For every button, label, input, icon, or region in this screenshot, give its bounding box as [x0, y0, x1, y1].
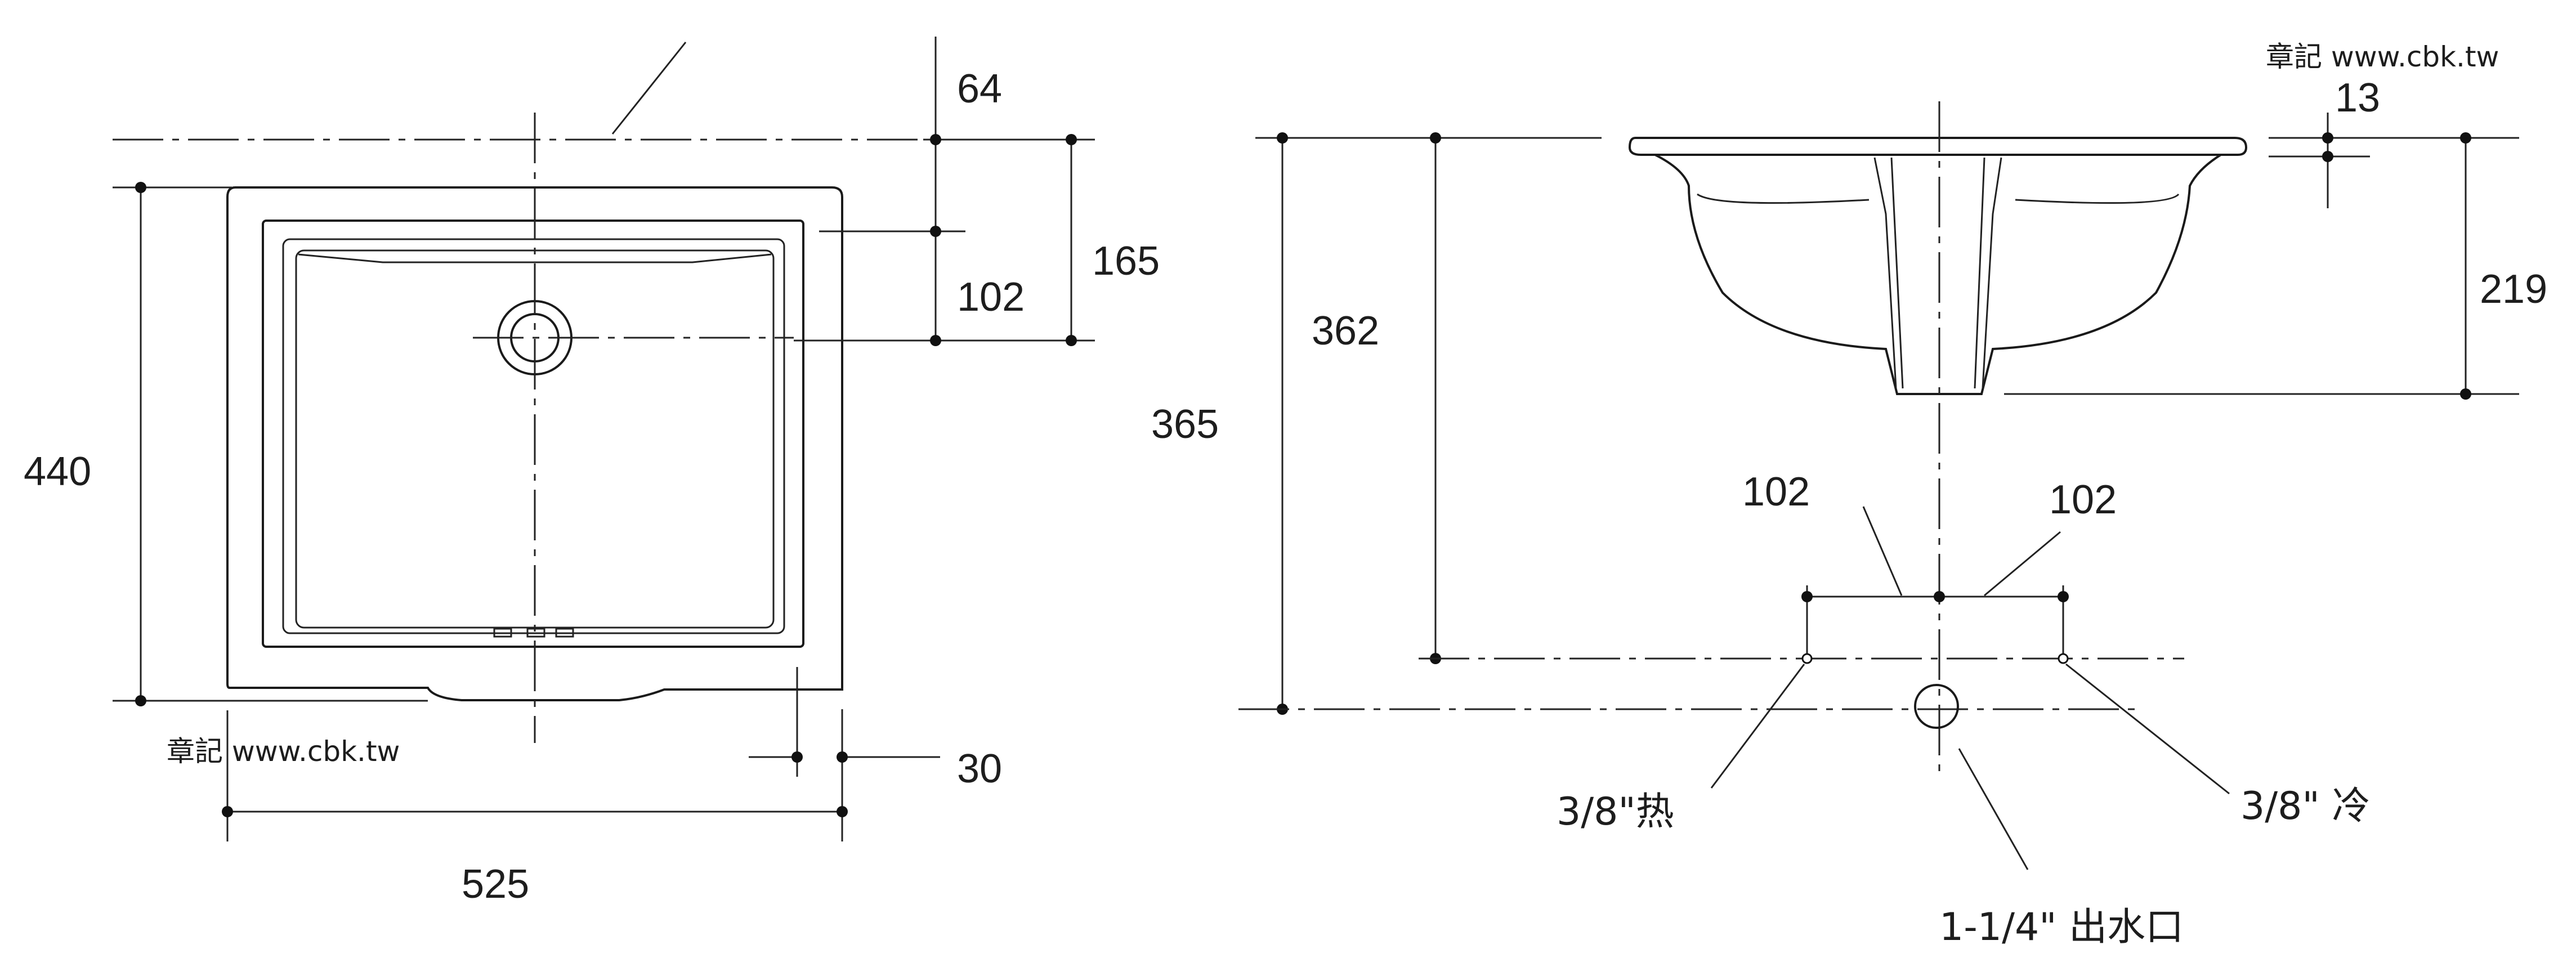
- dim-dot: [2460, 388, 2471, 400]
- dim-label-102: 102: [957, 275, 1025, 320]
- label-hot-supply: 3/8"热: [1557, 790, 1674, 834]
- dim-label-219: 219: [2480, 267, 2547, 312]
- dim-dot: [1066, 335, 1077, 346]
- dim-line-219: [2004, 137, 2519, 395]
- drain-outlet: [1914, 684, 1959, 729]
- dim-label-362: 362: [1312, 308, 1379, 353]
- dim-dot: [930, 226, 941, 237]
- bowl-frame-outer: [262, 220, 804, 648]
- cold-supply-point: [2058, 653, 2069, 664]
- dim-dot: [930, 335, 941, 346]
- dim-dot: [791, 751, 803, 763]
- leader-hot: [1710, 664, 1805, 789]
- watermark-right: 章記 www.cbk.tw: [2266, 41, 2499, 73]
- dim-dot: [135, 695, 146, 706]
- drain-tube-left: [1873, 157, 1897, 389]
- dim-dot: [2460, 132, 2471, 144]
- sink-rim: [1628, 137, 2248, 156]
- dim-label-440: 440: [24, 449, 91, 494]
- overflow-slot: [555, 628, 574, 638]
- bowl-frame-mid: [282, 238, 785, 634]
- dim-line-365: [1255, 137, 1438, 709]
- bowl-profile-inner: [1697, 193, 2180, 204]
- dim-dot: [1801, 591, 1813, 602]
- dim-dot: [222, 806, 233, 817]
- dim-dot: [1277, 132, 1288, 144]
- plan-view: 440 525 30 64 102 165 章記 www.cbk.tw: [24, 37, 1160, 907]
- dim-dot: [1430, 132, 1441, 144]
- side-view: 13 219 365 362 102 102: [1151, 41, 2547, 950]
- dim-dot: [837, 751, 848, 763]
- dim-dot: [1934, 591, 1945, 602]
- bowl-rim-shade: [298, 253, 772, 263]
- overflow-slot: [493, 628, 512, 638]
- dim-dot: [135, 182, 146, 193]
- sink-outer-outline: [226, 186, 843, 701]
- dim-label-64: 64: [957, 66, 1002, 111]
- label-cold-supply: 3/8" 冷: [2240, 784, 2370, 829]
- dim-dot: [2322, 132, 2333, 144]
- dim-line-spacing: [1806, 506, 2064, 659]
- label-drain-outlet: 1-1/4" 出水口: [1939, 905, 2184, 950]
- dim-dot: [930, 134, 941, 145]
- dim-label-525: 525: [462, 862, 529, 907]
- dim-label-365: 365: [1151, 402, 1219, 447]
- leader-line: [611, 42, 687, 135]
- hot-supply-point: [1801, 653, 1813, 664]
- dim-label-13: 13: [2335, 75, 2380, 120]
- drain-tube-inner: [1890, 157, 1985, 389]
- dim-line-440: [113, 186, 428, 702]
- leader-cold: [2065, 663, 2230, 795]
- dim-label-30: 30: [957, 746, 1002, 791]
- leader-drain: [1958, 748, 2029, 870]
- dim-label-165: 165: [1092, 239, 1160, 284]
- dim-line-30: [749, 667, 940, 777]
- dim-dot: [2058, 591, 2069, 602]
- dim-dot: [1066, 134, 1077, 145]
- dim-label-102-left: 102: [1742, 469, 1810, 514]
- dim-line-362: [1434, 137, 1602, 659]
- dim-dot: [2322, 151, 2333, 162]
- bowl-profile-outer: [1654, 154, 2222, 395]
- dim-line-right: [794, 37, 1095, 343]
- dim-dot: [837, 806, 848, 817]
- watermark-left: 章記 www.cbk.tw: [167, 735, 400, 768]
- overflow-slot: [526, 628, 545, 638]
- dim-label-102-right: 102: [2049, 477, 2117, 522]
- dim-line-13: [2269, 113, 2370, 208]
- drain-tube-right: [1982, 157, 2002, 389]
